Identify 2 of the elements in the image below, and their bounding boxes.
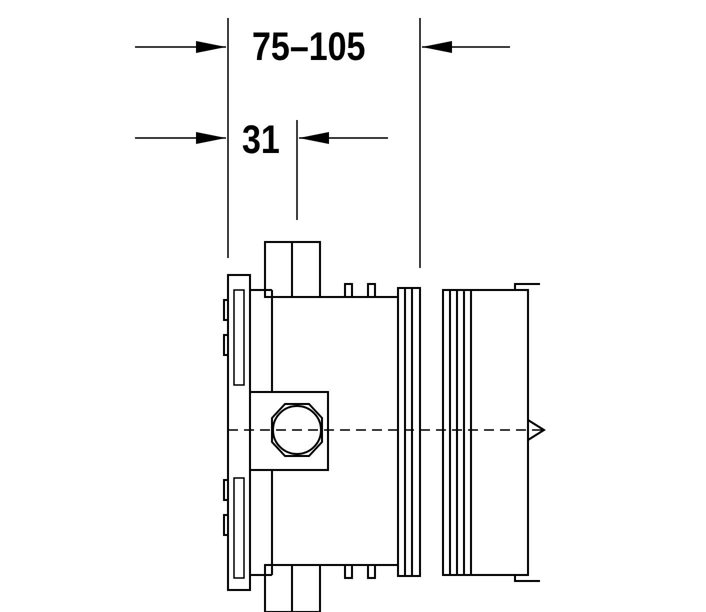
dimension-label: 31 (242, 120, 280, 160)
dimension-label: 75–105 (252, 27, 366, 67)
